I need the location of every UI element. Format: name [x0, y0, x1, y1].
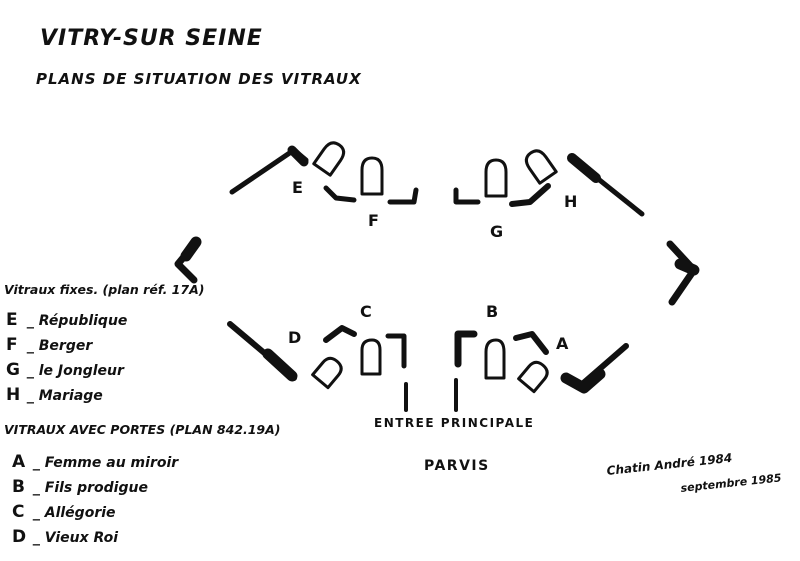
- fixed-windows-list: E _ République F _ Berger G _ le Jongleu…: [6, 308, 127, 408]
- label-f: F: [368, 211, 379, 230]
- page-subtitle: PLANS DE SITUATION DES VITRAUX: [36, 70, 362, 88]
- legend-key: B: [12, 477, 25, 497]
- legend-text: _ le Jongleur: [26, 363, 124, 379]
- legend-item-d: D _ Vieux Roi: [12, 525, 178, 550]
- wall-segment-f-right: [387, 187, 419, 205]
- legend-item-e: E _ République: [6, 308, 127, 333]
- page-title: VITRY-SUR SEINE: [40, 26, 263, 51]
- legend-text: _ Vieux Roi: [32, 530, 119, 546]
- window-c: [360, 338, 382, 376]
- fixed-windows-heading: Vitraux fixes. (plan réf. 17A): [4, 282, 205, 297]
- label-b: B: [486, 302, 499, 321]
- legend-item-f: F _ Berger: [6, 333, 127, 358]
- wall-segment-entrance-right: [454, 330, 478, 368]
- legend-text: _ République: [26, 313, 128, 329]
- wall-segment-f-left: [323, 185, 357, 203]
- legend-text: _ Allégorie: [32, 505, 116, 521]
- legend-text: _ Fils prodigue: [32, 480, 148, 496]
- window-g: [484, 158, 508, 198]
- legend-item-g: G _ le Jongleur: [6, 358, 127, 383]
- label-g: G: [490, 222, 504, 241]
- legend-item-a: A _ Femme au miroir: [12, 450, 178, 475]
- window-b: [484, 338, 506, 380]
- wall-upper-left: [229, 145, 309, 195]
- wall-segment-c: [323, 325, 357, 343]
- wall-lower-right: [560, 343, 629, 394]
- legend-text: _ Mariage: [26, 388, 103, 404]
- legend-item-h: H _ Mariage: [6, 383, 127, 408]
- window-d: [311, 356, 343, 390]
- legend-key: D: [12, 527, 27, 547]
- wall-left-chevron: [174, 236, 202, 284]
- label-c: C: [360, 302, 372, 321]
- legend-key: G: [6, 360, 20, 380]
- door-windows-list: A _ Femme au miroir B _ Fils prodigue C …: [12, 450, 178, 550]
- legend-key: H: [6, 385, 21, 405]
- window-a: [517, 360, 549, 394]
- wall-segment-g-right: [509, 183, 551, 207]
- wall-segment-entrance-left: [385, 333, 407, 369]
- window-f: [360, 156, 384, 196]
- main-entrance-label: ENTREE PRINCIPALE: [374, 416, 535, 430]
- label-d: D: [288, 328, 302, 347]
- wall-right-chevron: [666, 240, 700, 306]
- label-h: H: [564, 192, 578, 211]
- door-windows-heading: VITRAUX AVEC PORTES (PLAN 842.19A): [4, 422, 281, 437]
- wall-segment-g-left: [453, 187, 481, 205]
- wall-upper-right: [567, 153, 645, 217]
- legend-key: A: [12, 452, 26, 472]
- parvis-label: PARVIS: [424, 458, 490, 474]
- wall-lower-left: [227, 321, 298, 382]
- window-h: [524, 149, 558, 185]
- wall-segment-b: [513, 331, 549, 355]
- legend-text: _ Berger: [26, 338, 93, 354]
- legend-item-c: C _ Allégorie: [12, 500, 178, 525]
- legend-key: E: [6, 310, 18, 330]
- legend-item-b: B _ Fils prodigue: [12, 475, 178, 500]
- legend-key: F: [6, 335, 18, 355]
- label-a: A: [556, 334, 569, 353]
- legend-text: _ Femme au miroir: [32, 455, 179, 471]
- legend-key: C: [12, 502, 25, 522]
- label-e: E: [292, 178, 303, 197]
- window-e: [312, 141, 346, 177]
